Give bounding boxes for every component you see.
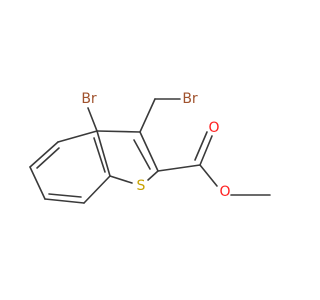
bond-c2-s bbox=[147, 170, 159, 181]
bond-c3-c2-inner bbox=[133, 139, 151, 170]
bond-c4-br bbox=[87, 107, 98, 132]
ester-oxygen-label: O bbox=[219, 184, 230, 200]
bond-ester-c-carbonyl-o bbox=[199, 135, 213, 166]
bond-c4-c5 bbox=[29, 141, 59, 168]
bond-ester-c-o bbox=[199, 164, 218, 187]
carbonyl-oxygen-label: O bbox=[208, 120, 219, 136]
bond-c7-c7a bbox=[83, 175, 111, 204]
bond-c3a-c3 bbox=[96, 130, 141, 133]
molecule-diagram: Br Br S O O bbox=[29, 91, 271, 204]
molecule-structure: Br Br S O O bbox=[29, 91, 271, 204]
bromomethyl-bromine-label: Br bbox=[182, 91, 198, 107]
bond-c4-c5-inner bbox=[36, 147, 60, 169]
bond-c5-c6 bbox=[29, 166, 46, 200]
bond-c6-c7 bbox=[44, 198, 85, 204]
bromine-atom-label: Br bbox=[81, 91, 97, 107]
bond-c7a-c3a bbox=[96, 130, 111, 177]
bond-c3a-c4 bbox=[57, 130, 98, 143]
bond-c2-ester-c bbox=[157, 164, 201, 172]
bond-c3-ch2 bbox=[139, 98, 156, 133]
bond-c3-c2 bbox=[139, 131, 159, 172]
sulfur-atom-label: S bbox=[137, 178, 146, 194]
bond-s-c7a bbox=[109, 175, 133, 184]
bond-c7a-c3a-inner bbox=[93, 137, 106, 173]
bond-c6-c7-inner bbox=[48, 193, 82, 198]
bond-ester-c-carbonyl-o-double bbox=[194, 131, 208, 161]
